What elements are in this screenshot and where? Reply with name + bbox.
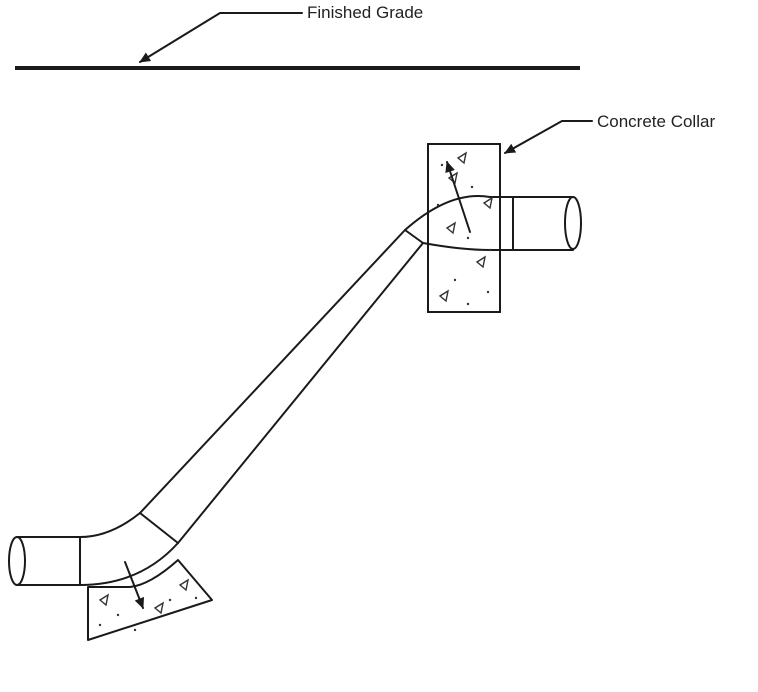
lower-elbow <box>79 512 179 586</box>
concrete-collar-leader <box>504 120 593 154</box>
grade-soil-hatches <box>26 72 545 96</box>
upper-collar-aggregate <box>436 151 494 306</box>
lower-thrust-arrow <box>124 561 145 609</box>
finished-grade-leader <box>139 12 303 63</box>
upper-thrust-arrow <box>445 161 471 233</box>
lower-soil-hatches <box>18 510 165 649</box>
finished-grade-label: Finished Grade <box>307 3 423 22</box>
backfill-hatches <box>232 351 388 504</box>
lower-pipe-stub <box>8 536 81 586</box>
upper-pipe-stub <box>512 196 582 251</box>
lower-block-aggregate <box>98 578 198 632</box>
lower-concrete-block <box>87 559 213 641</box>
concrete-collar-label: Concrete Collar <box>597 112 715 131</box>
diagonal-pipe <box>139 229 424 544</box>
upper-concrete-collar <box>427 143 501 313</box>
